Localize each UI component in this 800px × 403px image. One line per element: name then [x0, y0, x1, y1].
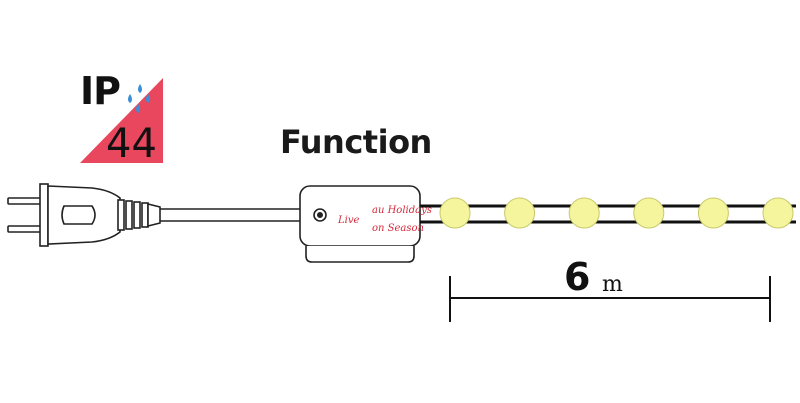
- bulb: [697, 197, 729, 229]
- power-cable: [160, 208, 302, 222]
- bulb: [633, 197, 665, 229]
- light-string-wires: [420, 204, 796, 224]
- watermark-line-1: au Holidays: [372, 205, 432, 216]
- bulb: [762, 197, 794, 229]
- bulb-group: [439, 197, 794, 229]
- plug-icon: [7, 183, 161, 247]
- ip-badge-triangle: [80, 78, 163, 163]
- controller-box: [299, 185, 421, 263]
- bulb: [568, 197, 600, 229]
- ip-rating: 44: [106, 121, 157, 167]
- watermark-line-3: on Season: [372, 223, 424, 234]
- length-unit: m: [602, 272, 623, 297]
- length-dimension: [449, 276, 771, 322]
- bulb: [439, 197, 471, 229]
- bulb: [504, 197, 536, 229]
- ip-label: IP: [80, 69, 121, 113]
- water-drops-icon: [128, 84, 150, 113]
- length-value: 6: [564, 255, 591, 299]
- controller-function-label: Function: [280, 123, 432, 161]
- watermark-line-2: Live: [338, 215, 360, 226]
